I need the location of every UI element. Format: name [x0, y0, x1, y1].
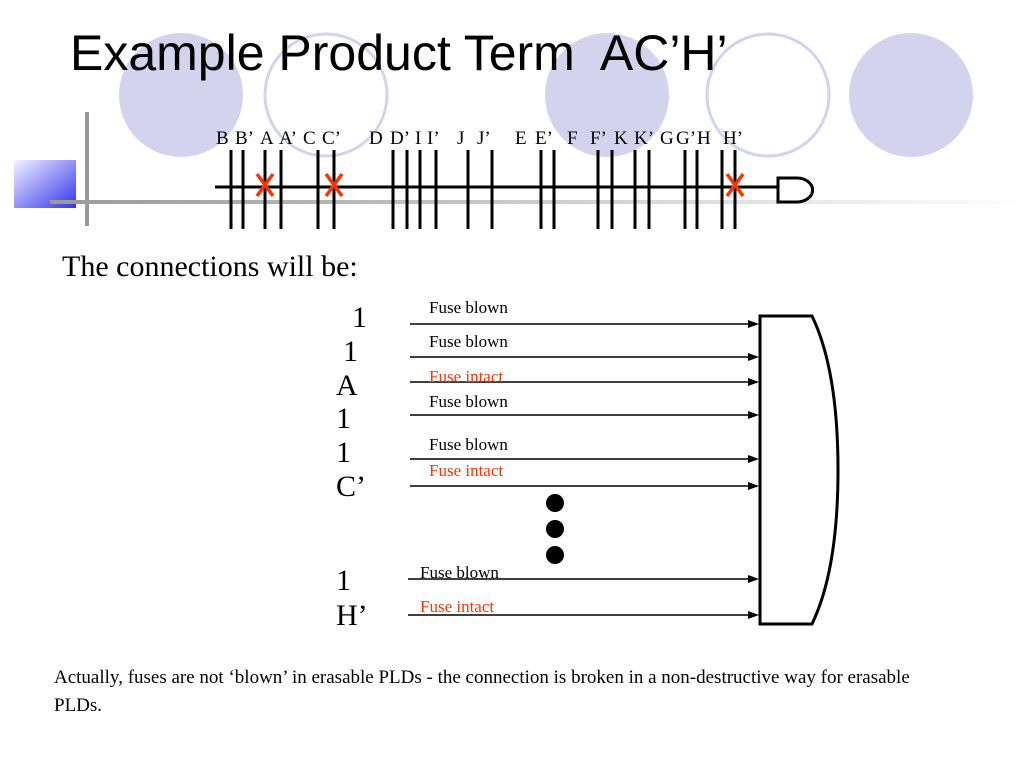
connections-intro: The connections will be:	[62, 250, 358, 283]
input-label: 1	[336, 564, 351, 597]
deco-circle	[263, 32, 389, 158]
input-arrowhead	[748, 320, 759, 328]
input-arrowhead	[748, 482, 759, 490]
input-label: 1	[336, 402, 351, 435]
column-label-G’: G’	[676, 128, 697, 149]
column-label-E: E	[515, 128, 527, 149]
column-label-G: G	[660, 128, 674, 149]
column-label-J: J	[457, 128, 465, 149]
column-label-I: I	[415, 128, 422, 149]
ellipsis-dot	[546, 546, 564, 564]
input-label: A	[336, 369, 358, 402]
column-label-I’: I’	[427, 128, 440, 149]
column-label-B: B	[216, 128, 229, 149]
column-label-F: F	[567, 128, 578, 149]
fuse-intact-label: Fuse intact	[429, 461, 504, 480]
input-label: 1	[352, 301, 367, 334]
input-arrowhead	[748, 353, 759, 361]
ellipsis-dot	[546, 520, 564, 538]
deco-circle	[545, 33, 669, 157]
column-label-K’: K’	[634, 128, 655, 149]
input-arrowhead	[748, 611, 759, 619]
ellipsis-dot	[546, 494, 564, 512]
fuse-blown-label: Fuse blown	[429, 392, 508, 411]
input-label: H’	[336, 599, 368, 632]
deco-circle	[119, 33, 243, 157]
footnote: Actually, fuses are not ‘blown’ in erasa…	[54, 667, 910, 716]
deco-horizontal-bar	[50, 200, 1024, 204]
column-label-H’: H’	[723, 128, 744, 149]
column-label-C’: C’	[322, 128, 341, 149]
and-gate-symbol	[776, 176, 815, 204]
column-label-A: A	[260, 128, 274, 149]
input-arrowhead	[748, 575, 759, 583]
column-label-K: K	[614, 128, 628, 149]
and-gate	[758, 314, 840, 626]
fuse-blown-label: Fuse blown	[429, 332, 508, 351]
input-arrowhead	[748, 378, 759, 386]
column-label-E’: E’	[535, 128, 553, 149]
input-label: 1	[336, 436, 351, 469]
fuse-intact-label: Fuse intact	[420, 597, 495, 616]
fuse-mark-H’	[725, 172, 745, 198]
deco-circle	[705, 32, 831, 158]
fuse-blown-label: Fuse blown	[420, 563, 499, 582]
fuse-blown-label: Fuse blown	[429, 435, 508, 454]
page-title: Example Product Term AC’H’	[70, 25, 728, 81]
input-label: C’	[336, 470, 366, 503]
column-label-J’: J’	[477, 128, 491, 149]
fuse-blown-label: Fuse blown	[429, 298, 508, 317]
column-label-C: C	[303, 128, 316, 149]
column-label-B’: B’	[235, 128, 254, 149]
column-label-D: D	[369, 128, 383, 149]
deco-circle	[849, 33, 973, 157]
fuse-intact-label: Fuse intact	[429, 367, 504, 386]
fuse-mark-A	[255, 172, 275, 198]
input-label: 1	[343, 335, 358, 368]
column-label-F’: F’	[590, 128, 607, 149]
input-arrowhead	[748, 411, 759, 419]
deco-vertical-bar	[85, 112, 89, 226]
input-arrowhead	[748, 455, 759, 463]
column-label-A’: A’	[279, 128, 297, 149]
fuse-mark-C’	[324, 172, 344, 198]
column-label-D’: D’	[390, 128, 411, 149]
column-label-H: H	[697, 128, 711, 149]
